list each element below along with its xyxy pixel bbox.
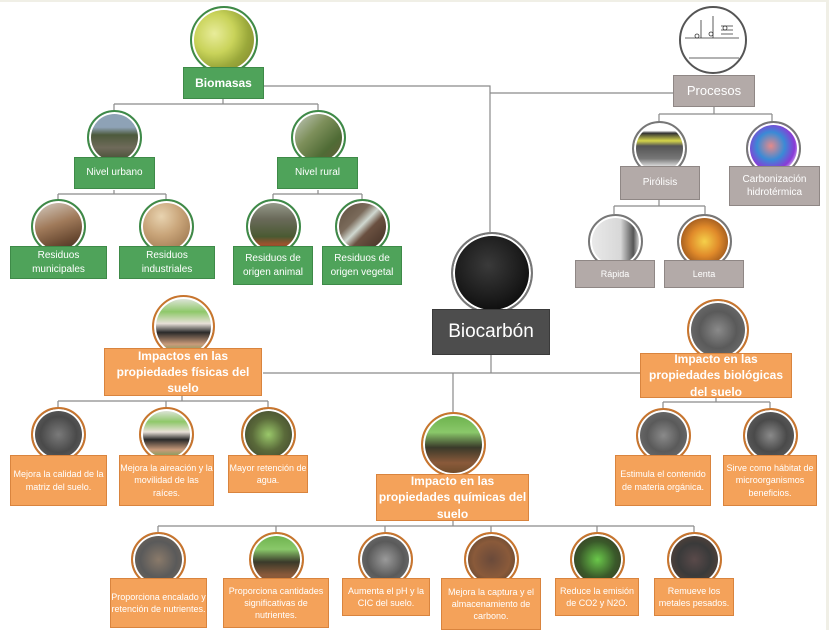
node-label: Rápida [600, 268, 630, 279]
node-label: Procesos [686, 83, 742, 99]
node-rapida[interactable]: Rápida [575, 260, 655, 288]
node-label: Carbonización hidrotérmica [742, 173, 807, 199]
node-label: Mejora la aireación y la movilidad de la… [120, 463, 213, 498]
quimicas-item-1-image [131, 532, 186, 587]
node-label: Residuos de origen animal [242, 253, 304, 278]
biomasas-image [190, 6, 258, 74]
node-label: Reduce la emisión de CO2 y N2O. [559, 585, 635, 608]
node-procesos[interactable]: Procesos [673, 75, 755, 107]
node-label: Sirve como hábitat de microorganismos be… [726, 463, 814, 498]
biologicas-item-1-image [636, 408, 691, 463]
biologicas-image [687, 299, 749, 361]
connector-procesos-children [658, 106, 773, 122]
quimicas-image [421, 412, 486, 477]
node-label: Mejora la captura y el almacenamiento de… [447, 586, 535, 622]
node-label: Aumenta el pH y la CIC del suelo. [347, 585, 425, 608]
node-pirolisis[interactable]: Pirólisis [620, 166, 700, 200]
procesos-image [679, 6, 747, 74]
node-carbonizacion-hidrotermica[interactable]: Carbonización hidrotérmica [729, 166, 820, 206]
lenta-image [677, 214, 732, 269]
quimicas-item-5-image [570, 532, 625, 587]
node-label: Estimula el contenido de materia orgánic… [620, 469, 706, 492]
node-quimicas-item-1[interactable]: Proporciona encalado y retención de nutr… [110, 578, 207, 628]
node-label: Biocarbón [448, 321, 534, 343]
node-impactos-quimicas[interactable]: Impacto en las propiedades químicas del … [376, 474, 529, 521]
schematic-icon [685, 16, 739, 59]
node-biologicas-item-1[interactable]: Estimula el contenido de materia orgánic… [615, 455, 711, 506]
node-quimicas-item-6[interactable]: Remueve los metales pesados. [654, 578, 734, 616]
node-label: Nivel urbano [86, 167, 143, 179]
connector-pirolisis-children [613, 200, 706, 214]
node-label: Proporciona cantidades significativas de… [228, 585, 324, 621]
fisicas-item-1-image [31, 407, 86, 462]
node-impactos-fisicas[interactable]: Impactos en las propiedades físicas del … [104, 348, 262, 396]
node-residuos-origen-animal[interactable]: Residuos de origen animal [233, 246, 313, 285]
node-label: Mayor retención de agua. [229, 462, 307, 485]
node-quimicas-item-3[interactable]: Aumenta el pH y la CIC del suelo. [342, 578, 430, 616]
node-label: Remueve los metales pesados. [658, 585, 730, 608]
fisicas-item-2-image [139, 407, 194, 462]
node-residuos-origen-vegetal[interactable]: Residuos de origen vegetal [322, 246, 402, 285]
node-label: Proporciona encalado y retención de nutr… [111, 591, 206, 614]
connector-fisicas-children [57, 396, 269, 408]
node-label: Impacto en las propiedades químicas del … [378, 474, 527, 521]
connector-quimicas-children [157, 521, 695, 532]
connector-rural-children [272, 190, 363, 200]
node-label: Residuos municipales [32, 250, 85, 275]
node-label: Residuos industriales [141, 250, 193, 275]
connector-root-impacts [263, 355, 641, 412]
quimicas-item-2-image [249, 532, 304, 587]
node-label: Residuos de origen vegetal [330, 253, 394, 278]
node-quimicas-item-4[interactable]: Mejora la captura y el almacenamiento de… [441, 578, 541, 630]
node-label: Mejora la calidad de la matriz del suelo… [13, 469, 104, 492]
node-quimicas-item-5[interactable]: Reduce la emisión de CO2 y N2O. [555, 578, 639, 616]
node-fisicas-item-3[interactable]: Mayor retención de agua. [228, 455, 308, 493]
node-fisicas-item-1[interactable]: Mejora la calidad de la matriz del suelo… [10, 455, 107, 506]
node-fisicas-item-2[interactable]: Mejora la aireación y la movilidad de la… [119, 455, 214, 506]
fisicas-image [152, 295, 215, 358]
connector-urbano-children [57, 190, 167, 200]
node-label: Biomasas [195, 75, 252, 90]
node-impactos-biologicas[interactable]: Impacto en las propiedades biológicas de… [640, 352, 792, 399]
node-nivel-urbano[interactable]: Nivel urbano [74, 157, 155, 189]
connector-biomasas-root [264, 85, 491, 232]
quimicas-item-3-image [358, 532, 413, 587]
node-label: Impactos en las propiedades físicas del … [116, 348, 250, 396]
node-quimicas-item-2[interactable]: Proporciona cantidades significativas de… [223, 578, 329, 628]
fisicas-item-3-image [241, 407, 296, 462]
node-residuos-municipales[interactable]: Residuos municipales [10, 246, 107, 279]
node-biologicas-item-2[interactable]: Sirve como hábitat de microorganismos be… [723, 455, 817, 506]
node-nivel-rural[interactable]: Nivel rural [277, 157, 358, 189]
residuos-vegetal-image [335, 199, 390, 254]
biocarbon-image [451, 232, 533, 314]
node-label: Impacto en las propiedades biológicas de… [648, 352, 784, 399]
connector-biologicas-children [662, 398, 771, 408]
connector-biomasas-children [113, 98, 319, 112]
node-lenta[interactable]: Lenta [664, 260, 744, 288]
node-biocarbon[interactable]: Biocarbón [432, 309, 550, 355]
node-label: Pirólisis [642, 177, 678, 189]
node-label: Lenta [692, 268, 716, 279]
node-biomasas[interactable]: Biomasas [183, 67, 264, 99]
node-label: Nivel rural [294, 167, 340, 179]
node-residuos-industriales[interactable]: Residuos industriales [119, 246, 215, 279]
